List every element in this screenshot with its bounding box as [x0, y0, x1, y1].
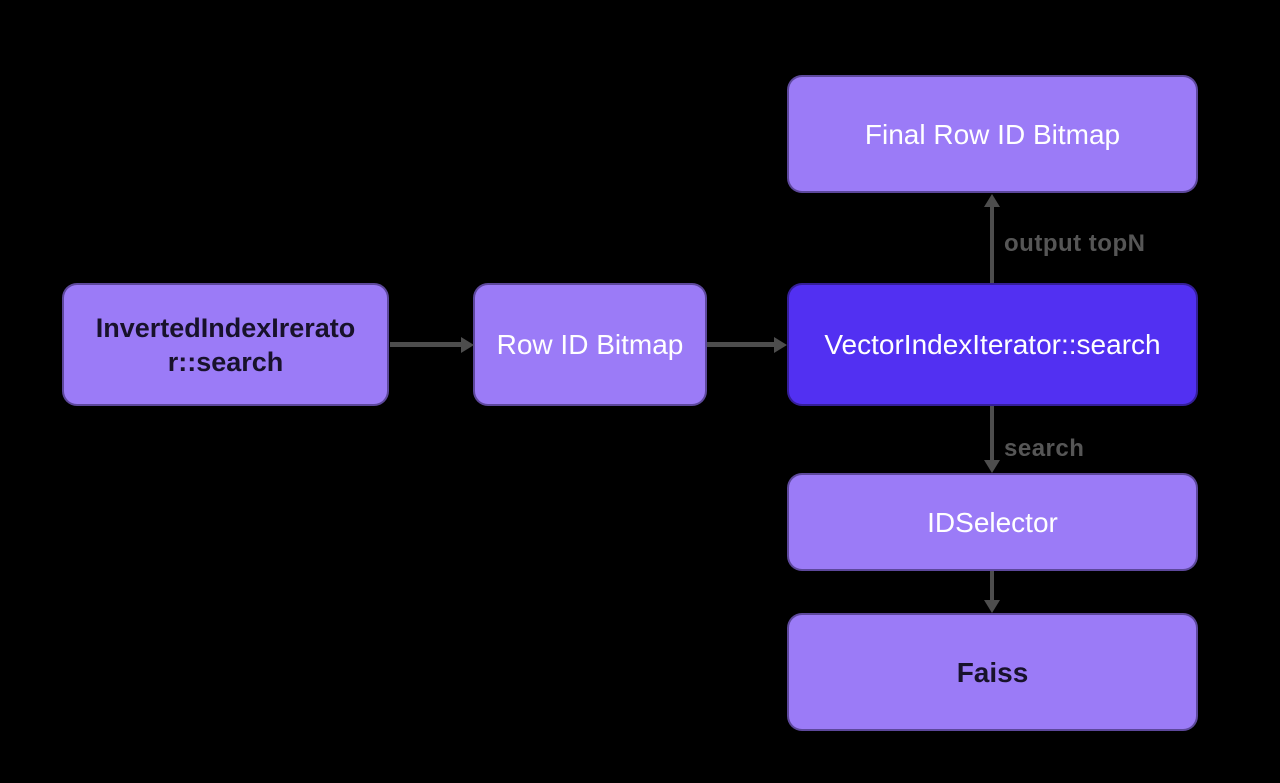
node-faiss: Faiss	[787, 613, 1198, 731]
arrowhead-right-icon	[461, 337, 474, 353]
node-final-row-id-bitmap: Final Row ID Bitmap	[787, 75, 1198, 193]
arrowhead-right-icon	[774, 337, 787, 353]
node-label: VectorIndexIterator::search	[824, 329, 1161, 360]
node-id-selector: IDSelector	[787, 473, 1198, 571]
node-label: Row ID Bitmap	[496, 329, 684, 360]
edge-inverted-to-rowid-line	[390, 342, 462, 347]
edge-label-search: search	[1004, 435, 1085, 462]
node-inverted-index-search: InvertedIndexIrerator::search	[62, 283, 389, 406]
node-vector-index-search: VectorIndexIterator::search	[787, 283, 1198, 406]
edge-vector-to-idselector-line	[990, 406, 994, 461]
edge-label-output-topn: output topN	[1004, 230, 1146, 257]
edge-idselector-to-faiss-line	[990, 571, 994, 601]
arrowhead-up-icon	[984, 194, 1000, 207]
arrowhead-down-icon	[984, 600, 1000, 613]
edge-vector-to-final-line	[990, 206, 994, 283]
node-row-id-bitmap: Row ID Bitmap	[473, 283, 707, 406]
node-label: Faiss	[956, 656, 1029, 688]
node-label: InvertedIndexIrerator::search	[95, 312, 356, 377]
node-label: IDSelector	[927, 506, 1058, 538]
node-label: Final Row ID Bitmap	[864, 118, 1121, 150]
edge-rowid-to-vector-line	[707, 342, 775, 347]
arrowhead-down-icon	[984, 460, 1000, 473]
